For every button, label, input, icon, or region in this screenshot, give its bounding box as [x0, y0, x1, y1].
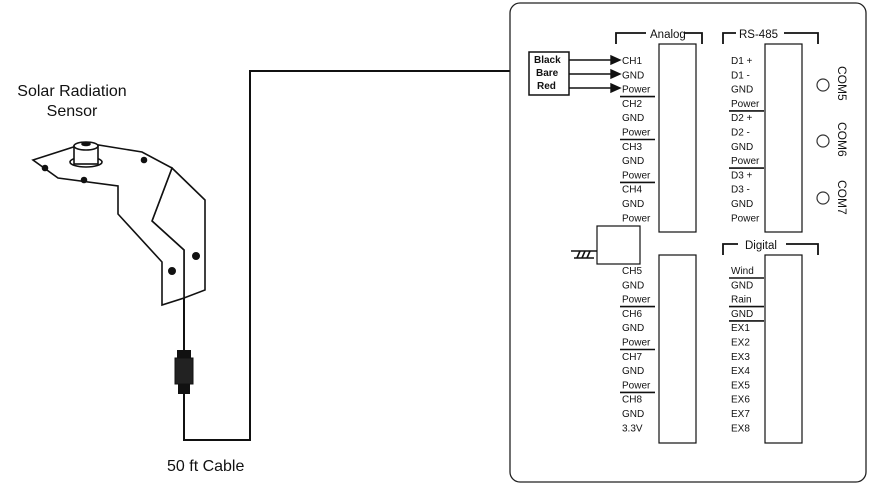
wire-label-red: Red	[537, 81, 556, 92]
terminal-label: D2 +	[731, 113, 753, 124]
terminal-label: GND	[622, 199, 644, 210]
terminal-label: CH8	[622, 395, 642, 406]
terminal-label: D1 -	[731, 70, 750, 81]
rs485-header: RS-485	[739, 29, 778, 41]
terminal-label: GND	[622, 366, 644, 377]
terminal-label: Power	[731, 99, 760, 110]
com-port-leds	[816, 78, 830, 205]
terminal-label: GND	[731, 85, 753, 96]
terminal-label: GND	[622, 156, 644, 167]
terminal-label: EX4	[731, 366, 750, 377]
terminal-label: GND	[731, 309, 753, 320]
terminal-label: Power	[622, 213, 651, 224]
com6-label: COM6	[835, 122, 849, 157]
wire-arrows	[569, 54, 622, 94]
wire-label-bare: Bare	[536, 68, 559, 79]
cable-label: 50 ft Cable	[167, 458, 244, 475]
terminal-label: EX5	[731, 380, 750, 391]
solar-radiation-sensor	[31, 141, 206, 307]
com7-label: COM7	[835, 180, 849, 215]
terminal-label: D3 +	[731, 170, 753, 181]
terminal-label: GND	[622, 409, 644, 420]
terminal-label: Power	[731, 213, 760, 224]
terminal-label: D1 +	[731, 56, 753, 67]
terminal-label: Power	[622, 85, 651, 96]
rs485-terminals: D1 + D1 - GND Power D2 + D2 - GND Power D3 + D3 -…	[729, 56, 764, 224]
terminal-label: GND	[731, 280, 753, 291]
wire-box	[528, 51, 570, 96]
terminal-label: EX3	[731, 352, 750, 363]
terminal-label: CH5	[622, 266, 642, 277]
wire-label-black: Black	[534, 55, 561, 66]
terminal-label: CH7	[622, 352, 642, 363]
terminal-label: CH6	[622, 309, 642, 320]
terminal-label: EX2	[731, 338, 750, 349]
terminal-label: EX6	[731, 395, 750, 406]
terminal-label: Power	[622, 338, 651, 349]
terminal-label: CH1	[622, 56, 642, 67]
terminal-label: GND	[622, 280, 644, 291]
terminal-label: Power	[622, 128, 651, 139]
terminal-label: CH3	[622, 142, 642, 153]
sensor-title-line1: Solar Radiation	[17, 83, 126, 100]
terminal-label: Wind	[731, 266, 754, 277]
terminal-label: Power	[622, 380, 651, 391]
terminal-label: CH4	[622, 185, 642, 196]
terminal-label: 3.3V	[622, 423, 643, 434]
terminal-label: GND	[731, 199, 753, 210]
analog-upper-terminals: CH1GNDPowerCH2GNDPowerCH3GNDPowerCH4GNDP…	[620, 56, 655, 224]
ground-terminal-box	[596, 225, 641, 265]
terminal-label: CH2	[622, 99, 642, 110]
terminal-label: GND	[622, 113, 644, 124]
terminal-label: Power	[731, 156, 760, 167]
terminal-label: Power	[622, 295, 651, 306]
sensor-cable	[183, 70, 529, 441]
section-brackets	[615, 32, 819, 255]
terminal-label: GND	[622, 323, 644, 334]
com5-label: COM5	[835, 66, 849, 101]
sensor-title-line2: Sensor	[47, 103, 98, 120]
terminal-label: D3 -	[731, 185, 750, 196]
analog-lower-terminals: CH5GNDPowerCH6GNDPowerCH7GNDPowerCH8GND3…	[620, 266, 655, 434]
terminal-label: EX1	[731, 323, 750, 334]
terminal-label: EX7	[731, 409, 750, 420]
terminal-label: Power	[622, 170, 651, 181]
terminal-label: EX8	[731, 423, 750, 434]
ground-icon	[571, 250, 597, 259]
terminal-blocks	[658, 43, 803, 444]
analog-header: Analog	[650, 29, 686, 41]
cable-connector	[174, 350, 194, 394]
terminal-label: Rain	[731, 295, 752, 306]
terminal-label: GND	[731, 142, 753, 153]
digital-header: Digital	[745, 240, 777, 252]
terminal-label: D2 -	[731, 128, 750, 139]
terminal-label: GND	[622, 70, 644, 81]
